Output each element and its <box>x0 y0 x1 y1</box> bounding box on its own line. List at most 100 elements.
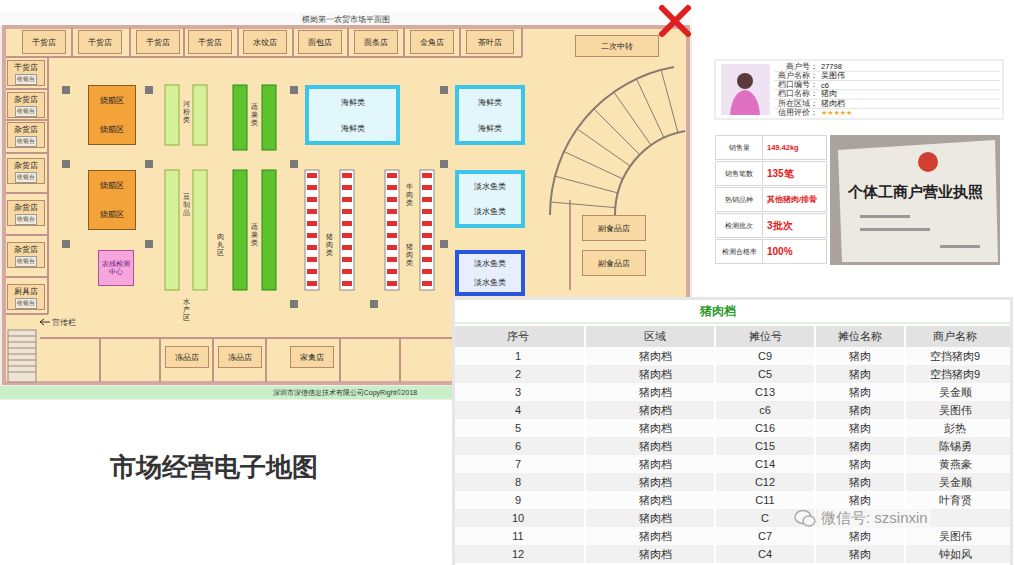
node-label: 家禽店 <box>300 352 324 363</box>
node-sublabel: 149.42kg <box>763 136 826 159</box>
zone-label: 蔬菜类 <box>251 223 258 246</box>
stall-row <box>340 170 354 290</box>
table-cell: 猪肉 <box>849 493 871 508</box>
wall <box>99 338 101 382</box>
table-cell: 黄燕豪 <box>939 457 972 472</box>
field-name: 信用评价： <box>778 108 818 118</box>
node-label: 茶叶店 <box>478 37 502 48</box>
table-cell: C <box>761 512 769 524</box>
table-cell: 3 <box>515 386 521 398</box>
wall <box>129 28 131 57</box>
field-name: 商户号： <box>786 62 818 72</box>
table-cell: 吴图伟 <box>939 529 972 544</box>
spiral-stairs <box>550 67 685 215</box>
column-header: 区域 <box>644 329 666 344</box>
node-label: 杂货店 <box>14 244 38 255</box>
node-sublabel: 淡水鱼类 <box>474 277 506 288</box>
node-sublabel: 烧腊区 <box>100 124 124 135</box>
table-title: 猪肉档 <box>700 303 736 320</box>
shop-room: 金角店 <box>410 30 454 54</box>
table-cell: 猪肉档 <box>639 421 672 436</box>
table-cell: 6 <box>515 440 521 452</box>
table-rows <box>455 347 1010 563</box>
map-note: 宣传栏 <box>52 317 76 328</box>
icon-bubble <box>803 516 815 526</box>
vegetable-stalls <box>233 85 276 290</box>
test-center: 农残检测中心 <box>98 250 134 286</box>
table-cell: 吴图伟 <box>939 403 972 418</box>
shop-room: 冻品店 <box>218 346 262 368</box>
wall <box>6 234 48 236</box>
zone-label: 豆制品 <box>183 193 190 216</box>
table-cell: 猪肉 <box>849 421 871 436</box>
wall <box>40 337 455 339</box>
node-sublabel: 3批次 <box>763 214 826 237</box>
pillar <box>290 300 298 308</box>
pillar <box>440 240 448 248</box>
node-sublabel: 其他猪肉/排骨 <box>763 188 826 211</box>
shop-room: 副食品店 <box>582 215 646 241</box>
table-cell: C14 <box>755 458 775 470</box>
wall <box>292 28 294 57</box>
table-cell: 5 <box>515 422 521 434</box>
column-line <box>814 326 816 563</box>
wall <box>6 276 48 278</box>
zone-label: 猪肉类 <box>406 243 413 266</box>
wall <box>71 28 73 57</box>
stall-marks <box>387 173 397 288</box>
stall-row <box>420 170 434 290</box>
wall <box>6 192 48 194</box>
wall <box>399 338 401 382</box>
shop-room: 冻品店 <box>165 346 209 368</box>
field-name: 所在区域： <box>778 99 818 109</box>
table-cell: 11 <box>512 530 523 542</box>
shop-room: 干货店收银台 <box>7 60 45 86</box>
table-panel <box>455 300 1010 565</box>
node-label: 金角店 <box>420 37 444 48</box>
stair-step <box>8 360 36 361</box>
table-cell: C15 <box>755 440 775 452</box>
shop-room: 茶叶店 <box>466 30 514 54</box>
stair-block <box>8 330 36 382</box>
node-label: 冻品店 <box>175 352 199 363</box>
node-sublabel: 收银台 <box>15 136 37 147</box>
node-label: 杂货店 <box>14 160 38 171</box>
node-sublabel: 收银台 <box>15 106 37 117</box>
fish-zone: 淡水鱼类淡水鱼类 <box>455 250 525 296</box>
wall <box>6 119 48 121</box>
wall <box>159 338 161 382</box>
zone-label: 猪肉类 <box>326 233 333 256</box>
wall <box>403 28 405 57</box>
shop-room: 副食品店 <box>582 250 646 276</box>
license-paper <box>838 140 998 262</box>
field-value: 吴图伟 <box>821 71 845 81</box>
node-label: 热销品种 <box>716 188 763 211</box>
table-cell: 猪肉档 <box>639 493 672 508</box>
table-cell: 猪肉档 <box>639 349 672 364</box>
wall <box>347 28 349 57</box>
stall-row <box>165 170 179 290</box>
copyright: 深圳市深信信息技术有限公司CopyRight©2018 <box>273 388 417 398</box>
table-cell: 2 <box>515 368 521 380</box>
table-cell: 猪肉档 <box>639 439 672 454</box>
node-label: 杂货店 <box>14 202 38 213</box>
stair-step <box>614 92 651 145</box>
table-cell: 猪肉 <box>849 457 871 472</box>
stall-row <box>385 170 399 290</box>
license-photo <box>830 135 1000 265</box>
table-cell: 猪肉档 <box>639 457 672 472</box>
table-cell: 猪肉档 <box>639 385 672 400</box>
node-sublabel: 收银台 <box>15 172 37 183</box>
table-cell: 陈锡勇 <box>939 439 972 454</box>
table-cell: 8 <box>515 476 521 488</box>
stair-step <box>577 129 630 166</box>
node-label: 淡水鱼类 <box>474 181 506 192</box>
node-sublabel: 烧腊区 <box>100 209 124 220</box>
table-row <box>455 365 1010 383</box>
pillar <box>145 160 153 168</box>
shop-room: 面包店 <box>298 30 342 54</box>
notice-arrow <box>40 319 50 325</box>
seafood-zone: 淡水鱼类淡水鱼类 <box>455 170 525 228</box>
node-sublabel: 海鲜类 <box>478 123 502 134</box>
